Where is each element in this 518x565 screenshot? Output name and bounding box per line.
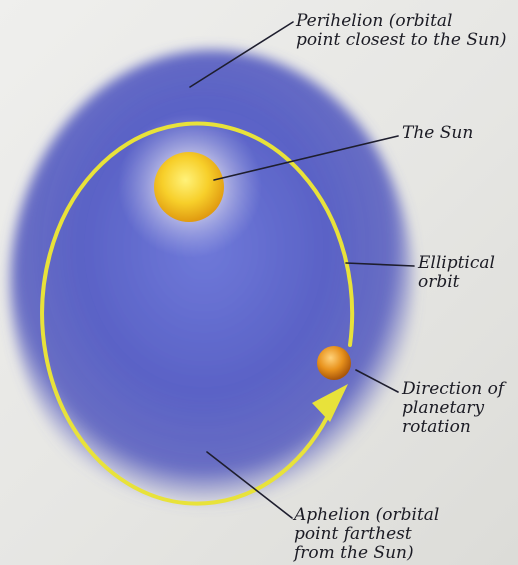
orbit-label-line-2: orbit bbox=[418, 273, 495, 292]
aphelion-label-line-1: Aphelion (orbital bbox=[294, 506, 439, 525]
perihelion-label-line-2: point closest to the Sun) bbox=[296, 31, 507, 50]
direction-label: Direction of planetary rotation bbox=[402, 380, 504, 437]
perihelion-label: Perihelion (orbital point closest to the… bbox=[296, 12, 507, 50]
sun-label: The Sun bbox=[402, 124, 473, 143]
sun-label-line-1: The Sun bbox=[402, 124, 473, 143]
aphelion-label-line-3: from the Sun) bbox=[294, 544, 439, 563]
planet bbox=[317, 346, 351, 380]
orbit-label-line-1: Elliptical bbox=[418, 254, 495, 273]
perihelion-label-line-1: Perihelion (orbital bbox=[296, 12, 507, 31]
elliptical-orbit-label: Elliptical orbit bbox=[418, 254, 495, 292]
direction-label-line-3: rotation bbox=[402, 418, 504, 437]
direction-label-line-1: Direction of bbox=[402, 380, 504, 399]
direction-label-line-2: planetary bbox=[402, 399, 504, 418]
aphelion-label: Aphelion (orbital point farthest from th… bbox=[294, 506, 439, 563]
aphelion-label-line-2: point farthest bbox=[294, 525, 439, 544]
sun bbox=[154, 152, 224, 222]
